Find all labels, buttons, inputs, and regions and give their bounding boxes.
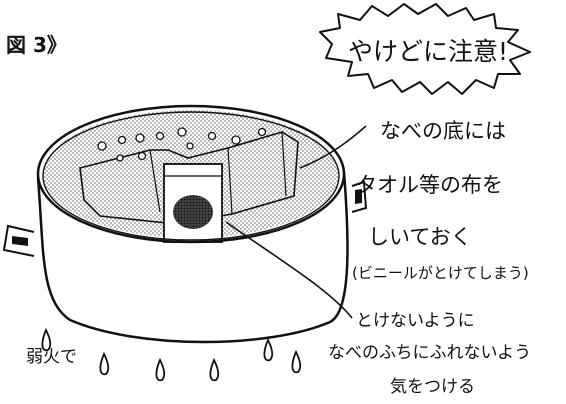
edge-note-line-3: 気をつける (390, 377, 475, 397)
flame-icon (41, 327, 52, 352)
heat-label: 弱火で (26, 347, 77, 367)
towel-leader-line (299, 125, 367, 169)
bubbles (97, 127, 267, 162)
pouch-contents (173, 195, 213, 229)
edge-note-line-2: なべのふちにふれないよう (328, 343, 531, 363)
towel-folds (149, 131, 287, 215)
towel-note-aside: (ビニールがとけてしまう) (352, 264, 529, 282)
edge-leader-line (225, 221, 353, 319)
flame-icon (291, 349, 302, 374)
pot-rim-inner (42, 111, 340, 241)
pot (2, 104, 368, 344)
warning-bubble: やけどに注意! (319, 3, 531, 95)
flame-icon (263, 337, 274, 362)
towel-note-line-3: しいておく (368, 225, 472, 249)
right-handle-grip (355, 189, 362, 204)
pot-rim-outer (36, 104, 346, 244)
flame-icon (209, 357, 220, 382)
towel-note: なべの底には タオル等の布を しいておく (ビニールがとけてしまう) (352, 119, 529, 282)
left-handle-grip (12, 236, 28, 246)
figure-label: 図 3》 (6, 33, 67, 57)
towel-note-line-2: タオル等の布を (356, 173, 503, 197)
towel-note-line-1: なべの底には (380, 119, 506, 143)
edge-note: とけないように なべのふちにふれないよう 気をつける (328, 311, 531, 397)
flame-icon (155, 357, 166, 382)
edge-note-line-1: とけないように (356, 311, 475, 331)
flame-icon (99, 351, 110, 376)
flames (41, 327, 302, 382)
pouch (163, 163, 223, 243)
warning-text: やけどに注意! (348, 37, 508, 66)
